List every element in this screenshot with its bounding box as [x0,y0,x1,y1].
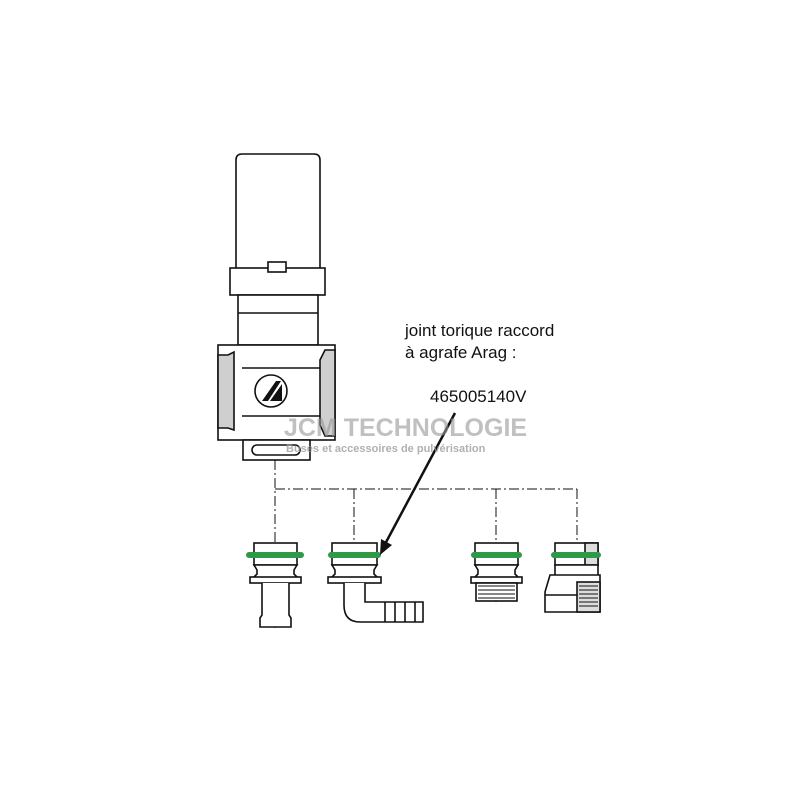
fitting-female-thread [544,542,601,613]
fitting-male-thread [470,542,523,602]
valve-body [217,153,336,461]
fitting-straight-hose [246,542,304,628]
center-lines [274,460,578,628]
watermark-brand: JCM TECHNOLOGIE [284,414,528,442]
annotation-line-1: joint torique raccord [405,321,555,340]
callout-arrow [380,412,457,555]
fitting-elbow-hose [327,542,424,623]
annotation-line-2: à agrafe Arag : [405,343,517,362]
part-number: 465005140V [430,387,527,406]
watermark-tagline: Buses et accessoires de pulvérisation [286,443,486,455]
